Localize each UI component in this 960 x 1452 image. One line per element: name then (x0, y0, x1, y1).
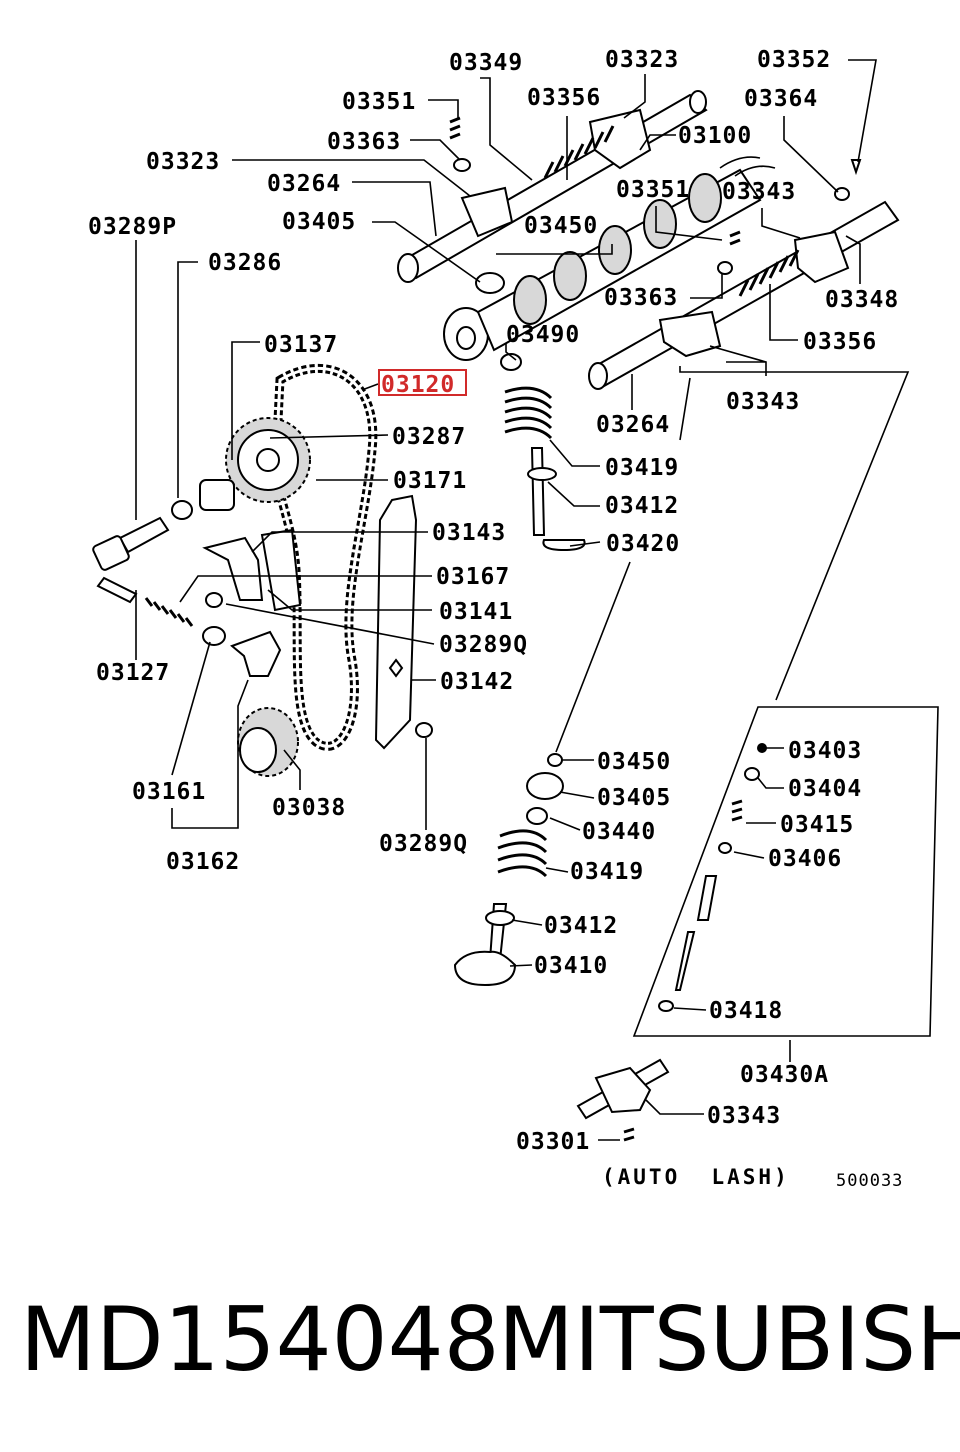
label-03356-top: 03356 (527, 85, 601, 111)
bolt-03289P (92, 516, 170, 571)
chain-guide-03142 (374, 494, 433, 750)
label-03412-top: 03412 (605, 493, 679, 519)
label-03351-top: 03351 (342, 89, 416, 115)
label-03167: 03167 (436, 564, 510, 590)
label-03440: 03440 (582, 819, 656, 845)
label-03137: 03137 (264, 332, 338, 358)
label-03403: 03403 (788, 738, 862, 764)
tensioner-shoe-03161 (230, 630, 282, 677)
oil-seal-03405 (475, 272, 505, 294)
part-caption: MD154048 MITSUBISHI (0, 1288, 960, 1408)
label-03450-top: 03450 (524, 213, 598, 239)
label-03356-right: 03356 (803, 329, 877, 355)
label-03348: 03348 (825, 287, 899, 313)
label-03419-low: 03419 (570, 859, 644, 885)
label-03418: 03418 (709, 998, 783, 1024)
auto-lash-rocker (576, 1058, 670, 1142)
label-03343-top: 03343 (722, 179, 796, 205)
tensioner-spring (96, 576, 226, 646)
chain-guide-lever (202, 528, 302, 612)
auto-lash-note: (AUTO LASH) (602, 1165, 790, 1189)
label-03405-low: 03405 (597, 785, 671, 811)
label-03301: 03301 (516, 1129, 590, 1155)
label-03289Q-mid: 03289Q (439, 632, 528, 658)
valve-assembly-lower (453, 753, 564, 987)
label-03363-top: 03363 (327, 129, 401, 155)
label-03264-top: 03264 (267, 171, 341, 197)
highlighted-part-03120[interactable]: 03120 (378, 369, 467, 398)
label-03323-left: 03323 (146, 149, 220, 175)
label-03410: 03410 (534, 953, 608, 979)
label-03038: 03038 (272, 795, 346, 821)
cap-nut-03490 (500, 353, 522, 371)
label-03289P: 03289P (88, 214, 177, 240)
label-03352: 03352 (757, 47, 831, 73)
label-03405-top: 03405 (282, 209, 356, 235)
part-labels: 03349 03323 03352 03351 03356 03364 0336… (88, 47, 903, 1191)
rocker-spring-upper (543, 125, 615, 179)
label-03343-low: 03343 (707, 1103, 781, 1129)
label-03430A: 03430A (740, 1062, 829, 1088)
label-03127: 03127 (96, 660, 170, 686)
brand-name: MITSUBISHI (498, 1288, 960, 1391)
label-03142: 03142 (440, 669, 514, 695)
label-03343-mid: 03343 (726, 389, 800, 415)
label-03450-low: 03450 (597, 749, 671, 775)
label-03406: 03406 (768, 846, 842, 872)
exploded-parts-diagram: 03349 03323 03352 03351 03356 03364 0336… (88, 47, 939, 1191)
valve-spring-upper (504, 386, 586, 552)
label-03289Q-low: 03289Q (379, 831, 468, 857)
label-03323-top: 03323 (605, 47, 679, 73)
label-03349: 03349 (449, 50, 523, 76)
label-03415: 03415 (780, 812, 854, 838)
rocker-shaft-upper (397, 90, 708, 283)
label-03420: 03420 (606, 531, 680, 557)
plug-03352 (834, 159, 862, 201)
label-03264-mid: 03264 (596, 412, 670, 438)
label-03120: 03120 (381, 372, 455, 398)
highlight-box (378, 369, 467, 396)
label-03490: 03490 (506, 322, 580, 348)
label-03141: 03141 (439, 599, 513, 625)
label-03286: 03286 (208, 250, 282, 276)
camshaft (443, 156, 776, 361)
adjust-screw-03363b (717, 230, 741, 275)
figure-number: 500033 (836, 1171, 903, 1191)
label-03351-mid: 03351 (616, 177, 690, 203)
washer-03286 (171, 500, 193, 520)
label-03100: 03100 (678, 123, 752, 149)
rocker-spring-lower (738, 249, 800, 297)
label-03363-mid: 03363 (604, 285, 678, 311)
label-03143: 03143 (432, 520, 506, 546)
label-03419-top: 03419 (605, 455, 679, 481)
label-03404: 03404 (788, 776, 862, 802)
label-03287: 03287 (392, 424, 466, 450)
leader-lines (135, 59, 910, 1141)
camshaft-sprocket (199, 417, 311, 511)
part-number: MD154048 (20, 1288, 500, 1391)
auto-lash-box (632, 706, 939, 1037)
label-03364: 03364 (744, 86, 818, 112)
label-03161: 03161 (132, 779, 206, 805)
label-03412-low: 03412 (544, 913, 618, 939)
adjust-screw-03351 (449, 116, 471, 172)
label-03171: 03171 (393, 468, 467, 494)
label-03162: 03162 (166, 849, 240, 875)
crankshaft-sprocket (237, 707, 299, 777)
